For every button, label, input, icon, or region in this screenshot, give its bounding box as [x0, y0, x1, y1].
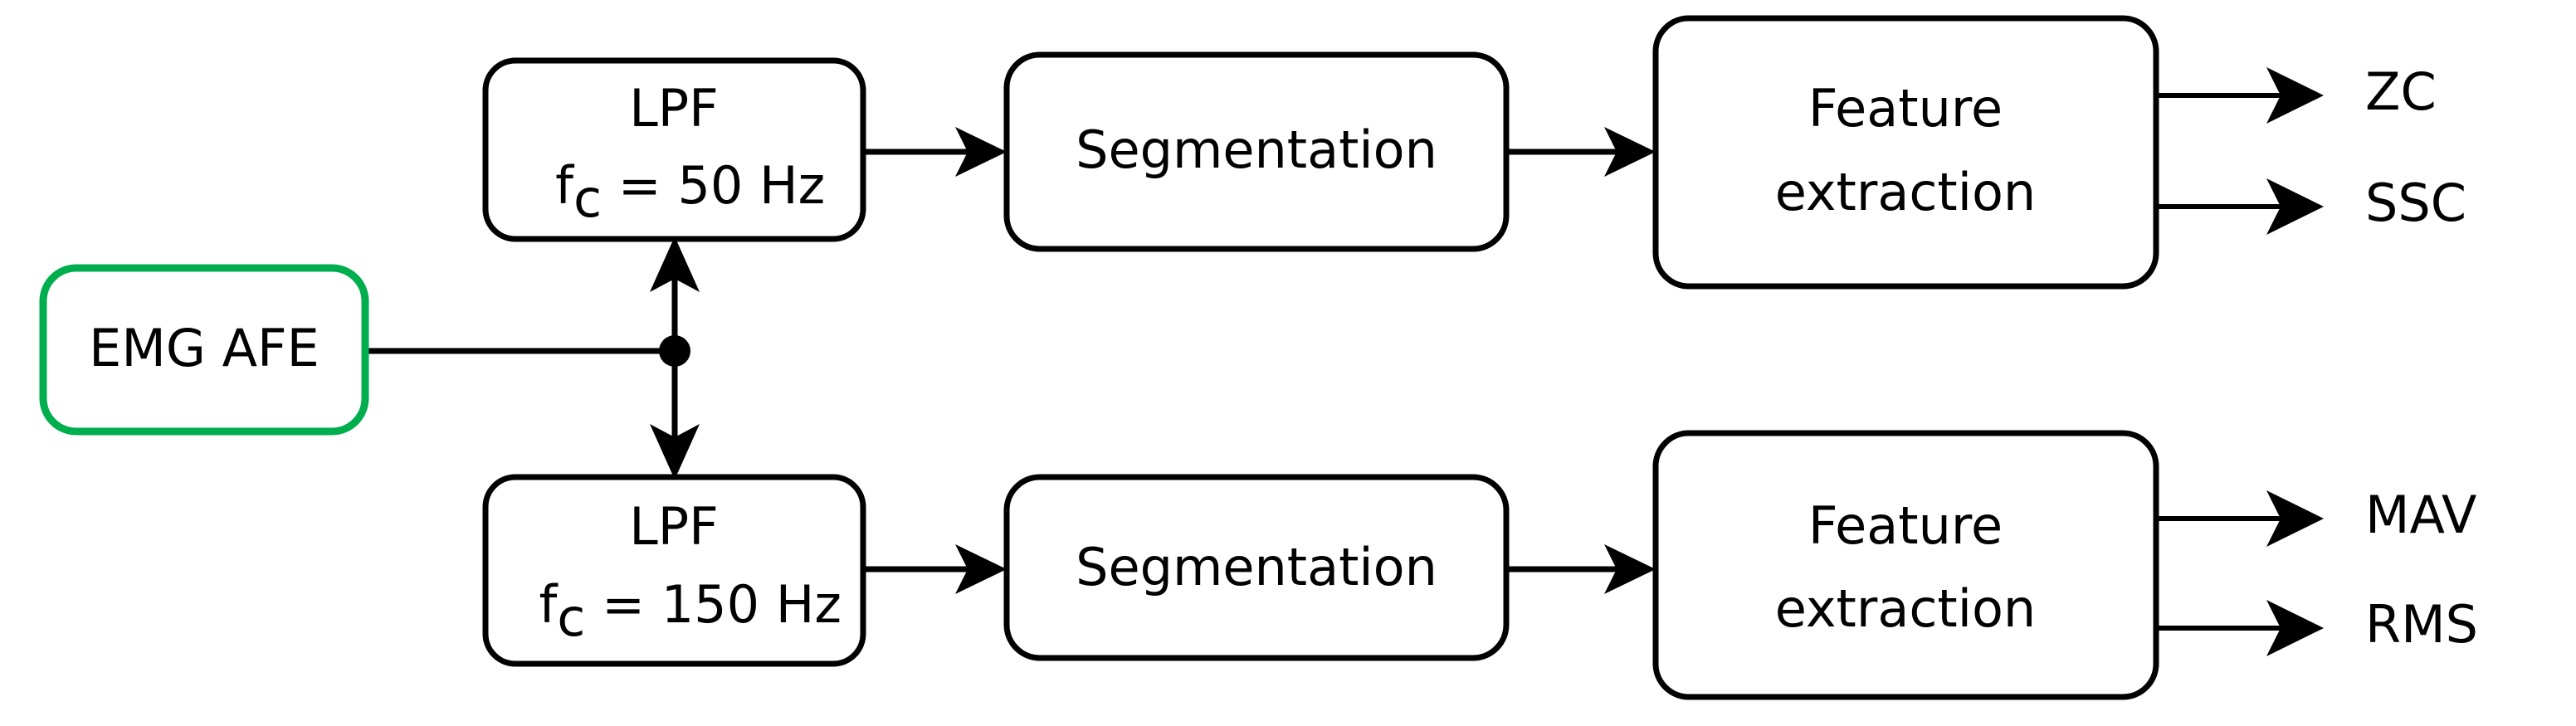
lower-lpf-cutoff-label: fc = 150 Hz: [392, 574, 956, 648]
upper-lpf-cutoff-label: fc = 50 Hz: [408, 155, 939, 229]
arrowhead-output-ssc: [2266, 178, 2324, 235]
arrowhead-output-zc: [2266, 67, 2324, 124]
upper-segmentation-box[interactable]: [1003, 51, 1510, 252]
upper-feature-extraction-label-line1: Feature: [1808, 78, 2003, 139]
upper-feature-extraction-label-line2: extraction: [1775, 162, 2036, 222]
arrowhead-output-mav: [2266, 490, 2324, 547]
block-lower-segmentation[interactable]: Segmentation: [1003, 474, 1510, 661]
lower-feature-extraction-label-line1: Feature: [1808, 495, 2003, 556]
lower-lpf-fc-subscript: c: [557, 587, 585, 648]
upper-lpf-fc-subscript: c: [573, 168, 602, 229]
upper-lpf-fc-symbol: f: [555, 155, 575, 216]
emg-afe-box[interactable]: [39, 264, 369, 436]
output-label-ssc: SSC: [2365, 173, 2466, 233]
lower-lpf-fc-value: = 150 Hz: [585, 574, 842, 635]
lower-feature-extraction-label-line2: extraction: [1775, 578, 2036, 639]
arrowhead-down-to-lower-lpf: [650, 424, 700, 480]
block-lower-feature-extraction[interactable]: Feature extraction: [1652, 430, 2159, 700]
lower-segmentation-label: Segmentation: [1076, 537, 1437, 597]
arrowhead-upper-lpf-to-segmentation: [955, 127, 1007, 177]
arrowhead-upper-segmentation-to-feature: [1604, 127, 1656, 177]
block-upper-lpf[interactable]: LPF fc = 50 Hz: [408, 57, 939, 242]
lower-lpf-box[interactable]: [482, 474, 866, 667]
block-upper-segmentation[interactable]: Segmentation: [1003, 51, 1510, 252]
block-emg-afe[interactable]: EMG AFE: [39, 264, 369, 436]
lower-lpf-label-line1: LPF: [629, 496, 719, 557]
emg-afe-label: EMG AFE: [89, 318, 320, 378]
output-label-mav: MAV: [2365, 485, 2476, 545]
lower-lpf-fc-symbol: f: [539, 574, 559, 635]
arrowhead-lower-lpf-to-segmentation: [955, 544, 1007, 594]
upper-segmentation-label: Segmentation: [1076, 119, 1437, 180]
output-label-zc: ZC: [2365, 61, 2437, 122]
lower-feature-extraction-box[interactable]: [1652, 430, 2159, 700]
junction-node-dot: [659, 335, 690, 367]
upper-feature-extraction-box[interactable]: [1652, 15, 2159, 290]
output-label-rms: RMS: [2365, 594, 2478, 655]
arrowhead-output-rms: [2266, 600, 2324, 656]
lower-segmentation-box[interactable]: [1003, 474, 1510, 661]
block-lower-lpf[interactable]: LPF fc = 150 Hz: [392, 474, 956, 667]
arrowhead-up-to-upper-lpf: [650, 236, 700, 292]
upper-lpf-label-line1: LPF: [629, 78, 719, 139]
arrowhead-lower-segmentation-to-feature: [1604, 544, 1656, 594]
block-upper-feature-extraction[interactable]: Feature extraction: [1652, 15, 2159, 290]
upper-lpf-fc-value: = 50 Hz: [602, 155, 825, 216]
upper-lpf-box[interactable]: [482, 57, 866, 242]
